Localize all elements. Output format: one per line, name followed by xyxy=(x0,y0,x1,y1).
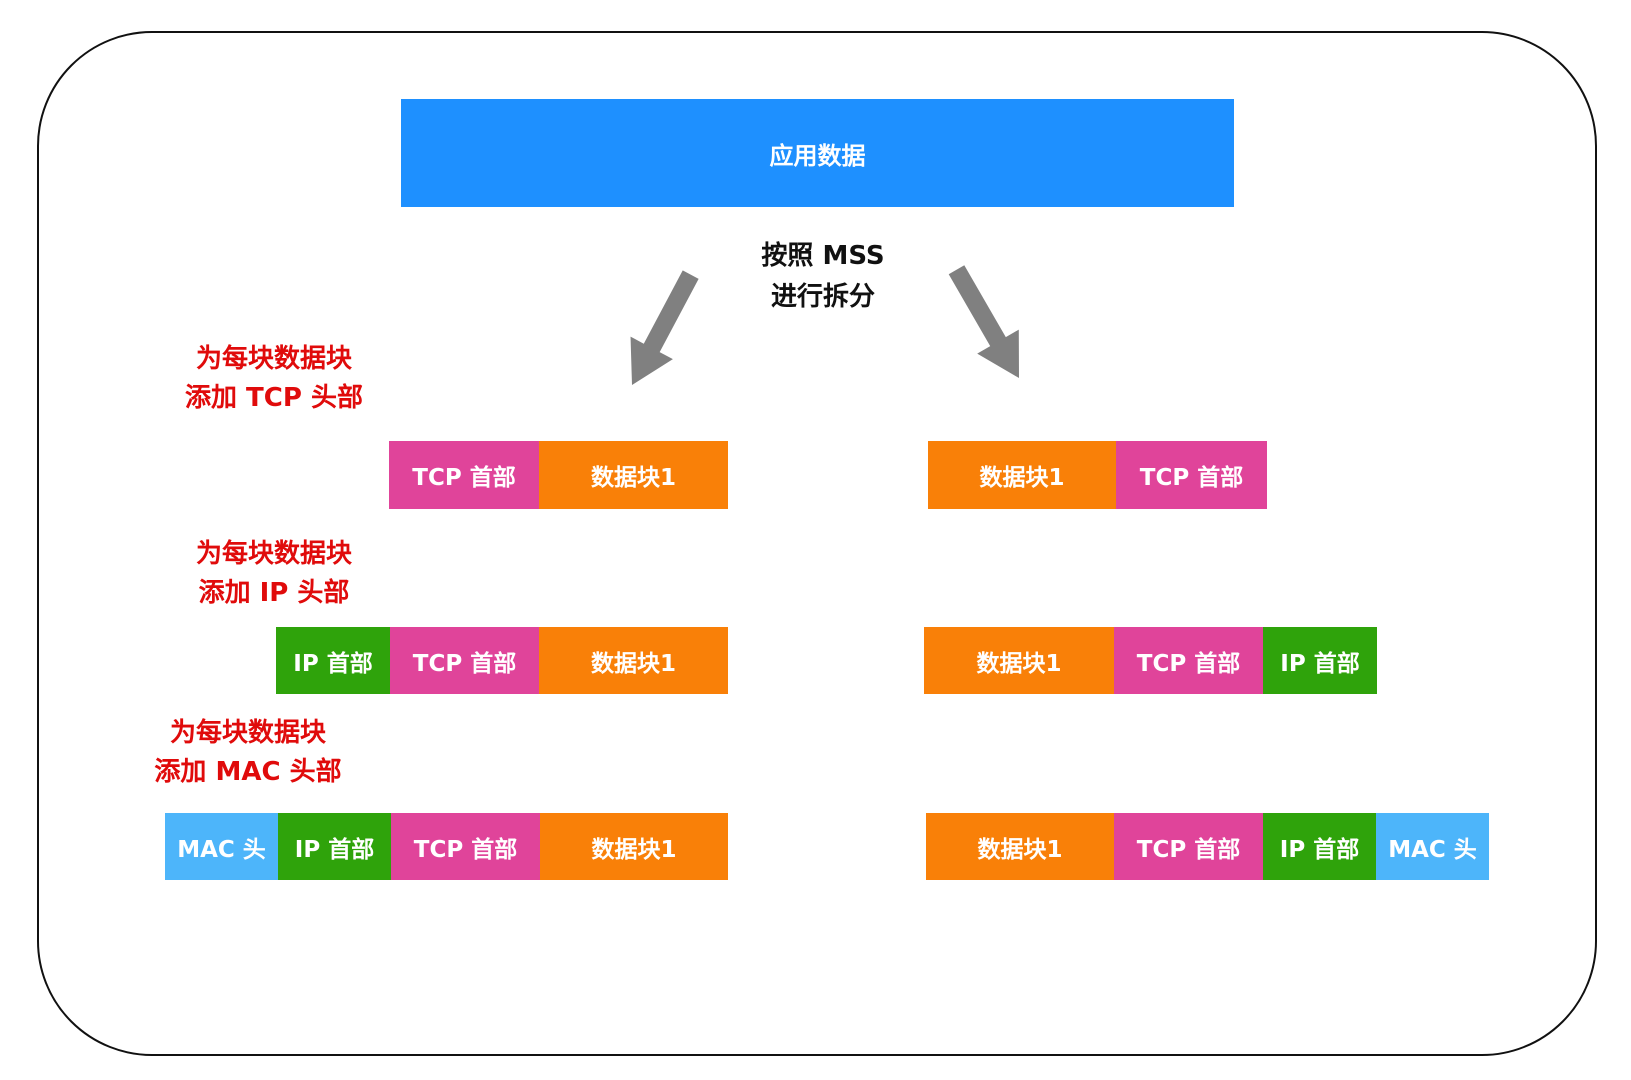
segment-label: 数据块1 xyxy=(591,836,677,863)
tcp-segment: TCP 首部 xyxy=(391,813,540,880)
segment-label: TCP 首部 xyxy=(1136,836,1241,863)
app-data-label: 应用数据 xyxy=(769,141,866,170)
step-label-tcp: 为每块数据块 添加 TCP 头部 xyxy=(144,340,404,418)
segment-label: 数据块1 xyxy=(590,650,676,677)
step-label-line2: 添加 MAC 头部 xyxy=(154,757,342,787)
data-segment: 数据块1 xyxy=(539,441,728,509)
segment-label: 数据块1 xyxy=(979,465,1065,491)
right-arrow-icon xyxy=(948,265,1019,378)
data-segment: 数据块1 xyxy=(539,627,728,694)
step-label-line2: 添加 TCP 头部 xyxy=(185,383,363,413)
segment-label: TCP 首部 xyxy=(412,465,516,491)
split-caption-line1: 按照 MSS xyxy=(761,241,885,271)
split-caption-line2: 进行拆分 xyxy=(770,282,875,312)
left-arrow-icon xyxy=(630,270,699,385)
data-segment: 数据块1 xyxy=(926,813,1114,880)
ip-segment: IP 首部 xyxy=(278,813,391,880)
data-segment: 数据块1 xyxy=(540,813,728,880)
segment-label: MAC 头 xyxy=(1388,836,1477,863)
segment-label: TCP 首部 xyxy=(1136,650,1241,677)
segment-label: 数据块1 xyxy=(590,465,676,491)
step-label-ip: 为每块数据块 添加 IP 头部 xyxy=(144,535,404,613)
segment-label: 数据块1 xyxy=(977,836,1063,863)
data-segment: 数据块1 xyxy=(928,441,1116,509)
segment-label: TCP 首部 xyxy=(413,836,518,863)
split-caption: 按照 MSS 进行拆分 xyxy=(723,236,923,318)
mac-segment: MAC 头 xyxy=(1376,813,1489,880)
segment-label: IP 首部 xyxy=(1280,650,1360,677)
data-segment: 数据块1 xyxy=(924,627,1114,694)
tcp-segment: TCP 首部 xyxy=(1116,441,1267,509)
mac-segment: MAC 头 xyxy=(165,813,278,880)
ip-segment: IP 首部 xyxy=(1263,813,1376,880)
tcp-segment: TCP 首部 xyxy=(389,441,539,509)
diagram-frame xyxy=(37,31,1597,1056)
tcp-segment: TCP 首部 xyxy=(1114,627,1263,694)
step-label-line1: 为每块数据块 xyxy=(195,344,352,374)
segment-label: IP 首部 xyxy=(1279,836,1360,863)
app-data-block: 应用数据 xyxy=(401,99,1234,207)
segment-label: IP 首部 xyxy=(293,650,373,677)
step-label-mac: 为每块数据块 添加 MAC 头部 xyxy=(118,714,378,792)
segment-label: 数据块1 xyxy=(976,650,1062,677)
ip-segment: IP 首部 xyxy=(276,627,390,694)
segment-label: IP 首部 xyxy=(294,836,375,863)
segment-label: TCP 首部 xyxy=(1139,465,1244,491)
tcp-segment: TCP 首部 xyxy=(390,627,539,694)
step-label-line1: 为每块数据块 xyxy=(195,539,352,569)
step-label-line1: 为每块数据块 xyxy=(169,718,326,748)
tcp-segment: TCP 首部 xyxy=(1114,813,1263,880)
segment-label: TCP 首部 xyxy=(412,650,517,677)
segment-label: MAC 头 xyxy=(177,836,266,863)
step-label-line2: 添加 IP 头部 xyxy=(198,578,350,608)
ip-segment: IP 首部 xyxy=(1263,627,1377,694)
